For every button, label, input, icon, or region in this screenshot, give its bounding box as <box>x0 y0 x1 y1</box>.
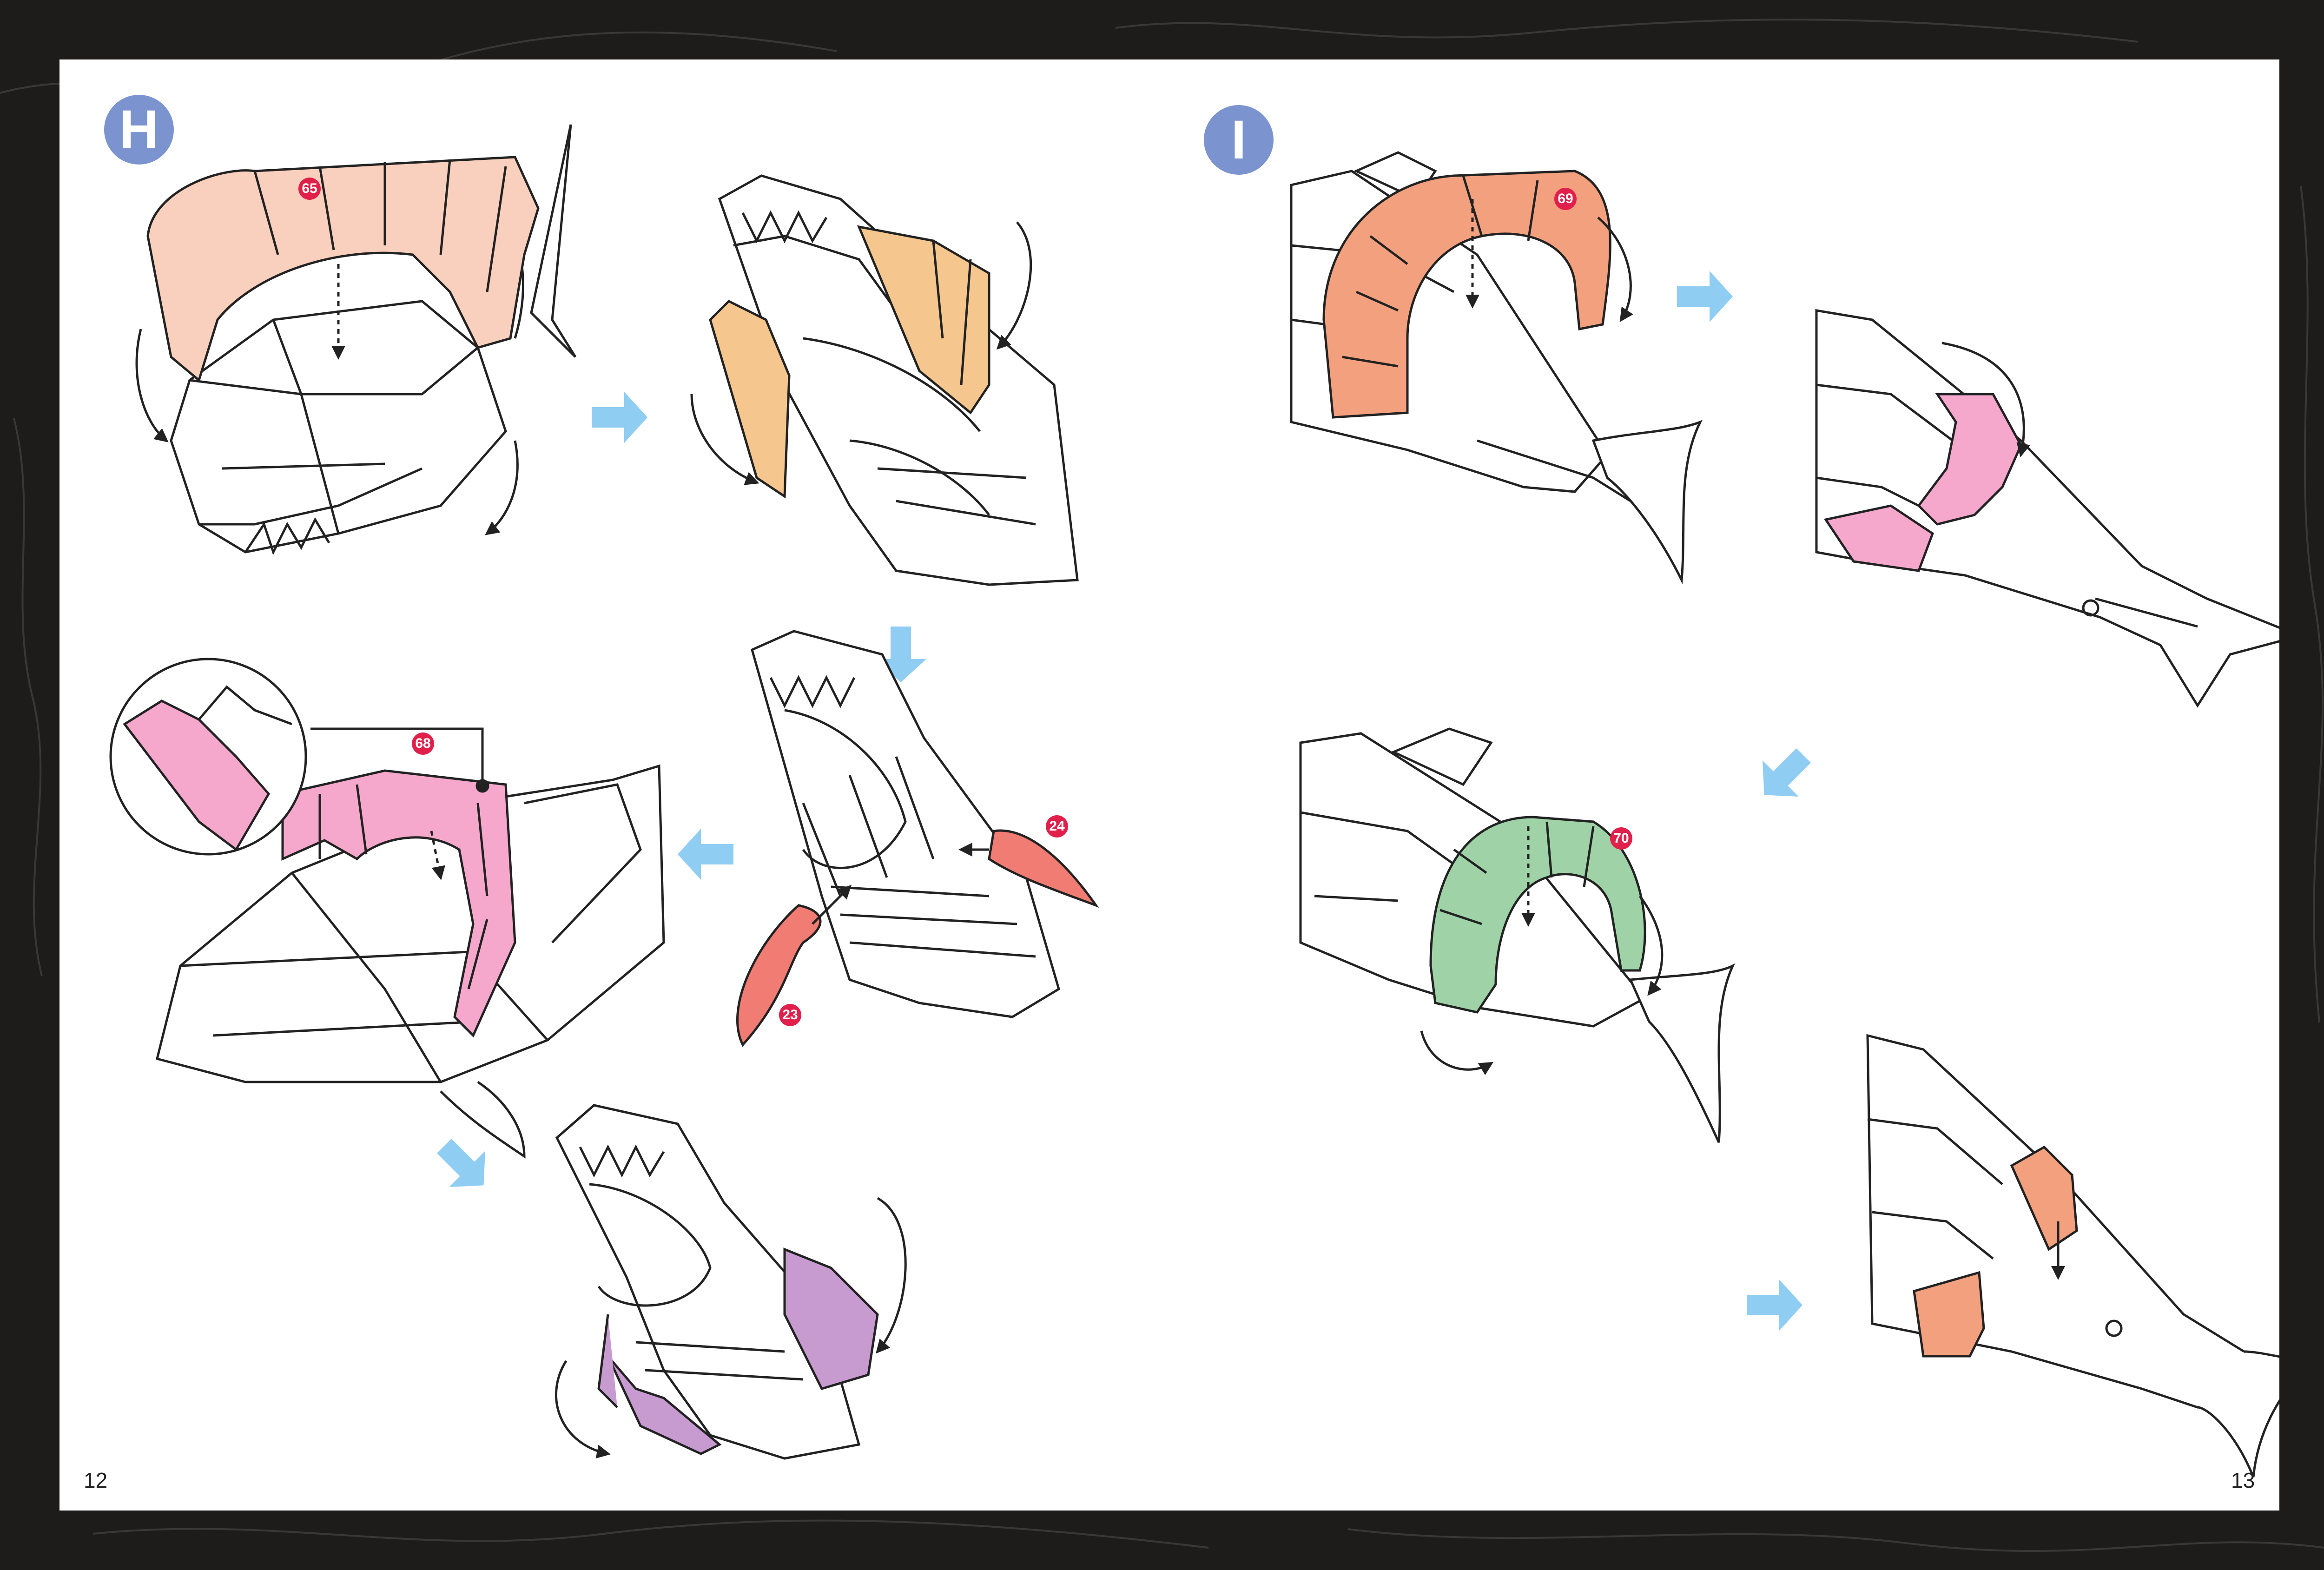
step-badge-i: I <box>1204 105 1274 175</box>
step-h5-illustration <box>555 1104 907 1460</box>
part-number-65: 65 <box>298 178 321 200</box>
step-badge-h: H <box>104 95 174 165</box>
part-number-23: 23 <box>779 1004 801 1026</box>
part-number-70: 70 <box>1610 827 1632 850</box>
step-h4-illustration <box>109 658 665 1159</box>
step-i1-illustration <box>1290 151 1703 585</box>
instruction-spread: H I 65 68 24 23 69 70 12 13 <box>59 59 2279 1511</box>
part-number-69: 69 <box>1554 188 1577 210</box>
step-i2-illustration <box>1815 309 2279 708</box>
step-h2-illustration <box>690 174 1079 586</box>
step-h1-illustration <box>135 124 577 555</box>
part-number-68: 68 <box>412 732 434 755</box>
step-i4-illustration <box>1866 1034 2279 1478</box>
page-number-left: 12 <box>84 1468 108 1492</box>
assembly-illustrations <box>109 124 2279 1478</box>
step-i3-illustration <box>1299 727 1736 1143</box>
page-number-right: 13 <box>2231 1468 2255 1492</box>
step-h3-illustration <box>736 630 1099 1047</box>
part-number-24: 24 <box>1046 815 1068 838</box>
